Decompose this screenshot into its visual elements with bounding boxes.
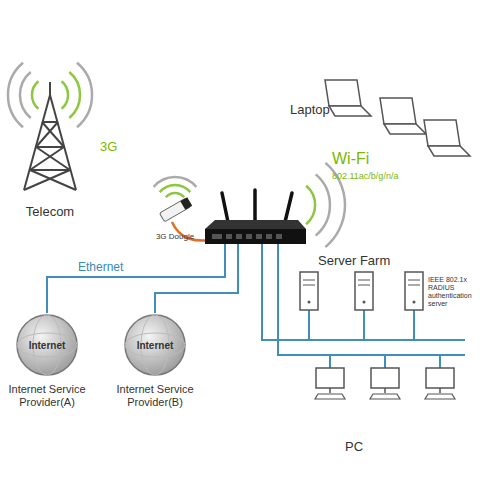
diagram-label: IEEE 802.1x RADIUS authentication server bbox=[428, 276, 492, 308]
server-icons bbox=[300, 272, 423, 310]
tower-signal-arcs bbox=[32, 81, 38, 109]
tower-signal-arcs bbox=[8, 63, 92, 127]
dongle-signal-arcs bbox=[154, 177, 197, 187]
diagram-label: 3G Dougle bbox=[140, 232, 210, 241]
diagram-label: 3G bbox=[100, 140, 117, 155]
router-body bbox=[226, 234, 232, 239]
ethernet-wires bbox=[278, 244, 465, 355]
telecom-tower bbox=[24, 170, 70, 190]
diagram-label: Telecom bbox=[10, 205, 90, 220]
router-wifi-arcs bbox=[316, 174, 330, 235]
tower-signal-arcs bbox=[20, 72, 31, 118]
telecom-tower bbox=[42, 121, 58, 123]
diagram-label: Wi-Fi bbox=[332, 150, 369, 168]
telecom-tower bbox=[30, 170, 76, 190]
dongle-signal-arcs bbox=[154, 177, 197, 197]
telecom-tower bbox=[50, 95, 76, 190]
diagram-label: Laptop bbox=[290, 103, 330, 118]
ethernet-wires bbox=[47, 244, 225, 313]
ethernet-wires bbox=[384, 355, 386, 368]
router-body bbox=[246, 234, 252, 239]
ethernet-wires bbox=[413, 310, 415, 340]
router-body bbox=[212, 234, 222, 239]
laptop-icons bbox=[424, 120, 470, 156]
tower-signal-arcs bbox=[69, 72, 80, 118]
server-icons bbox=[405, 272, 423, 310]
provider-name: Internet Service Provider(B) bbox=[103, 383, 207, 409]
telecom-tower bbox=[24, 82, 76, 190]
router-body bbox=[276, 234, 282, 239]
router-antennas bbox=[222, 190, 292, 222]
router-body bbox=[205, 220, 306, 244]
ethernet-wires bbox=[363, 310, 365, 340]
telecom-tower bbox=[36, 146, 64, 148]
telecom-tower bbox=[30, 147, 64, 170]
telecom-tower bbox=[36, 147, 70, 170]
tower-signal-arcs bbox=[8, 63, 23, 127]
telecom-tower bbox=[42, 122, 64, 147]
usb-dongle bbox=[160, 197, 193, 222]
dongle-signal-arcs bbox=[160, 185, 191, 192]
telecom-tower bbox=[30, 169, 70, 171]
router-antennas bbox=[253, 190, 257, 220]
diagram-label: Server Farm bbox=[318, 254, 390, 269]
server-icons bbox=[300, 272, 318, 310]
ethernet-wires bbox=[308, 310, 310, 340]
diagram-label: PC bbox=[345, 440, 363, 455]
diagram-label: Ethernet bbox=[78, 261, 123, 275]
usb-dongle bbox=[160, 197, 193, 222]
laptop-icons bbox=[380, 98, 426, 134]
router-body bbox=[205, 220, 306, 229]
usb-dongle bbox=[180, 197, 192, 210]
globe-label: Internet bbox=[15, 313, 79, 377]
ethernet-wires bbox=[262, 244, 465, 340]
pc-icons bbox=[315, 368, 455, 399]
ethernet-wires bbox=[155, 244, 238, 313]
diagram-label: 802.11ac/b/g/n/a bbox=[332, 171, 398, 181]
router-wifi-arcs bbox=[306, 186, 315, 224]
internet-globe: InternetInternet Service Provider(B) bbox=[123, 313, 187, 377]
server-icons bbox=[355, 272, 373, 310]
telecom-tower bbox=[49, 82, 51, 95]
ethernet-wires bbox=[47, 244, 465, 368]
tower-signal-arcs bbox=[77, 63, 92, 127]
router-antennas bbox=[285, 193, 292, 222]
ethernet-wires bbox=[329, 355, 331, 368]
globe-label: Internet bbox=[123, 313, 187, 377]
pc-icons bbox=[370, 368, 400, 399]
router-antennas bbox=[222, 193, 228, 222]
internet-globe: InternetInternet Service Provider(A) bbox=[15, 313, 79, 377]
provider-name: Internet Service Provider(A) bbox=[0, 383, 99, 409]
laptop-icons bbox=[325, 80, 371, 116]
pc-icons bbox=[425, 368, 455, 399]
dongle-signal-arcs bbox=[166, 193, 184, 197]
telecom-tower bbox=[24, 95, 50, 190]
router-body bbox=[266, 234, 272, 239]
router-body bbox=[205, 229, 306, 244]
router-body bbox=[256, 234, 262, 239]
ethernet-wires bbox=[439, 355, 441, 368]
laptop-icons bbox=[325, 80, 470, 156]
router-body bbox=[236, 234, 242, 239]
pc-icons bbox=[315, 368, 345, 399]
telecom-tower bbox=[36, 122, 58, 147]
tower-signal-arcs bbox=[62, 81, 68, 109]
